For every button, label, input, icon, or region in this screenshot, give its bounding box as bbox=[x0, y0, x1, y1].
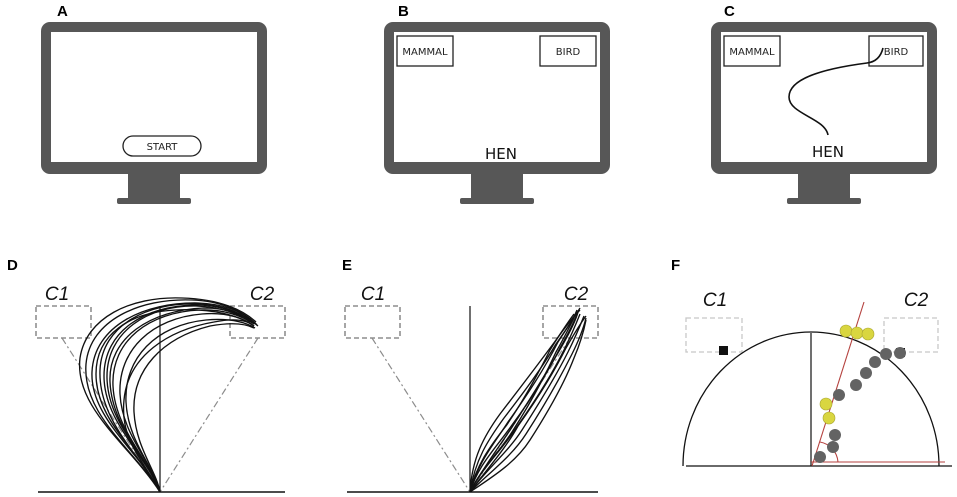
panel-c: C MAMMAL BIRD HEN bbox=[711, 3, 937, 204]
trajectory-bundle bbox=[469, 307, 587, 493]
option-label-bird: BIRD bbox=[556, 47, 581, 58]
panel-letter-c: C bbox=[724, 3, 735, 20]
monitor-c: MAMMAL BIRD HEN bbox=[711, 22, 937, 204]
point-active bbox=[861, 327, 875, 341]
panel-b: B MAMMAL BIRD HEN bbox=[384, 3, 610, 204]
guide-line-left bbox=[371, 337, 471, 493]
panel-a: A START bbox=[41, 3, 267, 204]
panel-letter-a: A bbox=[57, 3, 68, 20]
target-label-c1: C1 bbox=[361, 284, 385, 305]
point-active bbox=[850, 326, 864, 340]
target-label-c2: C2 bbox=[904, 290, 929, 311]
panel-f: F C1 C2 bbox=[671, 257, 952, 467]
trajectory-bundle bbox=[78, 297, 259, 493]
panel-e: E C1 C2 bbox=[342, 257, 599, 493]
stimulus-word: HEN bbox=[485, 145, 517, 163]
point-inactive bbox=[860, 367, 872, 379]
point-inactive bbox=[869, 356, 881, 368]
start-button bbox=[122, 135, 202, 157]
stimulus-word: HEN bbox=[812, 143, 844, 161]
point-inactive bbox=[833, 389, 845, 401]
monitor-b: MAMMAL BIRD HEN bbox=[384, 22, 610, 204]
panel-letter-b: B bbox=[398, 3, 409, 20]
target-label-c2: C2 bbox=[250, 284, 275, 305]
point-active bbox=[839, 324, 853, 338]
option-label-mammal: MAMMAL bbox=[729, 47, 775, 58]
panel-letter-d: D bbox=[7, 257, 18, 274]
target-label-c1: C1 bbox=[45, 284, 69, 305]
mouse-trajectory bbox=[788, 47, 884, 136]
panel-d: D C1 C2 bbox=[7, 257, 286, 493]
trajectory-points bbox=[814, 324, 906, 463]
target-box-c2 bbox=[542, 305, 599, 339]
option-label-mammal: MAMMAL bbox=[402, 47, 448, 58]
target-box-c1 bbox=[344, 305, 401, 339]
point-active bbox=[819, 397, 833, 411]
target-box-c2 bbox=[883, 317, 939, 353]
marker-c1 bbox=[719, 346, 728, 355]
option-box-bird bbox=[868, 35, 924, 67]
panel-letter-f: F bbox=[671, 257, 680, 274]
option-box-mammal bbox=[396, 35, 454, 67]
point-active bbox=[822, 411, 836, 425]
panel-letter-e: E bbox=[342, 257, 352, 274]
target-label-c1: C1 bbox=[703, 290, 727, 311]
start-button-label: START bbox=[147, 142, 179, 153]
point-inactive bbox=[827, 441, 839, 453]
option-box-bird bbox=[539, 35, 597, 67]
point-inactive bbox=[880, 348, 892, 360]
target-label-c2: C2 bbox=[564, 284, 589, 305]
target-box-c1 bbox=[35, 305, 92, 339]
target-box-c1 bbox=[685, 317, 743, 353]
point-inactive bbox=[894, 347, 906, 359]
option-box-mammal bbox=[723, 35, 781, 67]
guide-line-right bbox=[159, 337, 259, 493]
point-inactive bbox=[814, 451, 826, 463]
monitor-a: START bbox=[41, 22, 267, 204]
reference-arc bbox=[682, 331, 940, 467]
point-inactive bbox=[829, 429, 841, 441]
point-inactive bbox=[850, 379, 862, 391]
option-label-bird: BIRD bbox=[884, 47, 909, 58]
